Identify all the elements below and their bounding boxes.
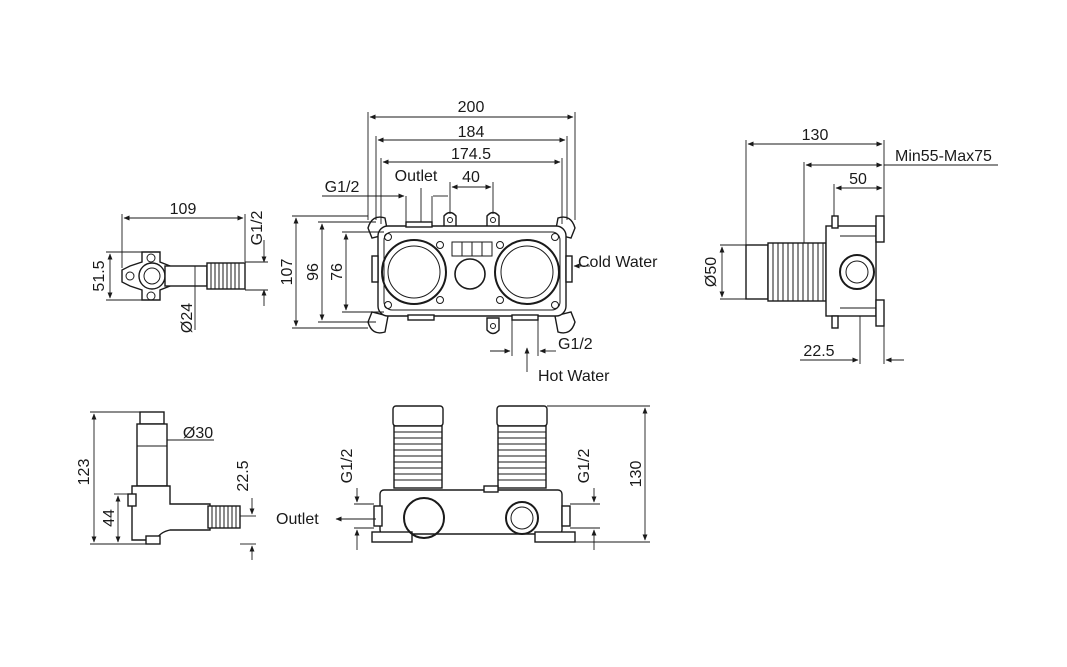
dim-front-thread-bottom: G1/2	[558, 336, 593, 353]
dim-right-dia: Ø50	[703, 257, 720, 287]
dim-front-inner: 174.5	[451, 146, 491, 163]
dim-side-dia: Ø24	[179, 303, 196, 333]
dim-side-width: 109	[170, 201, 197, 218]
dim-bl-dia: Ø30	[183, 425, 213, 442]
label-hot-water: Hot Water	[538, 368, 610, 385]
dim-front-overall: 200	[458, 99, 485, 116]
label-cold-water: Cold Water	[578, 254, 658, 271]
bc-left-ribs	[393, 425, 443, 489]
right-sleeve-ribs	[767, 242, 827, 302]
dim-side-thread: G1/2	[249, 211, 266, 246]
dim-front-h2: 96	[305, 263, 322, 281]
dim-bc-height: 130	[628, 461, 645, 488]
label-outlet-bottom: Outlet	[276, 511, 319, 528]
dim-right-depth: 130	[802, 127, 829, 144]
dim-front-spacing: 40	[462, 169, 480, 186]
dim-front-thread-top: G1/2	[325, 179, 360, 196]
dim-front-mid: 184	[458, 124, 485, 141]
front-view: 200 184 174.5 40 Outlet G1/2 107 96	[279, 99, 658, 385]
right-view: 130 Min55-Max75 50 Ø50 22.5	[703, 127, 998, 364]
bottom-left-view: Ø30 123 44 22.5	[76, 411, 256, 560]
dim-bl-22: 22.5	[235, 460, 252, 491]
dim-right-50: 50	[849, 171, 867, 188]
dim-side-height: 51.5	[91, 260, 108, 291]
dim-bc-thread-left: G1/2	[339, 449, 356, 484]
dim-bc-thread-right: G1/2	[576, 449, 593, 484]
label-outlet-top: Outlet	[395, 168, 438, 185]
dim-bl-44: 44	[101, 509, 118, 527]
side-thread	[210, 263, 240, 289]
bottom-center-view: 130 G1/2 G1/2 Outlet	[276, 405, 650, 550]
dim-bl-123: 123	[76, 459, 93, 486]
dim-right-22: 22.5	[803, 343, 834, 360]
dim-front-h1: 107	[279, 259, 296, 286]
bc-right-ribs	[497, 425, 547, 489]
bl-thread	[211, 506, 237, 528]
dim-right-range: Min55-Max75	[895, 148, 992, 165]
side-view: 109 51.5 G1/2 Ø24	[91, 201, 268, 333]
dim-front-h3: 76	[329, 263, 346, 281]
